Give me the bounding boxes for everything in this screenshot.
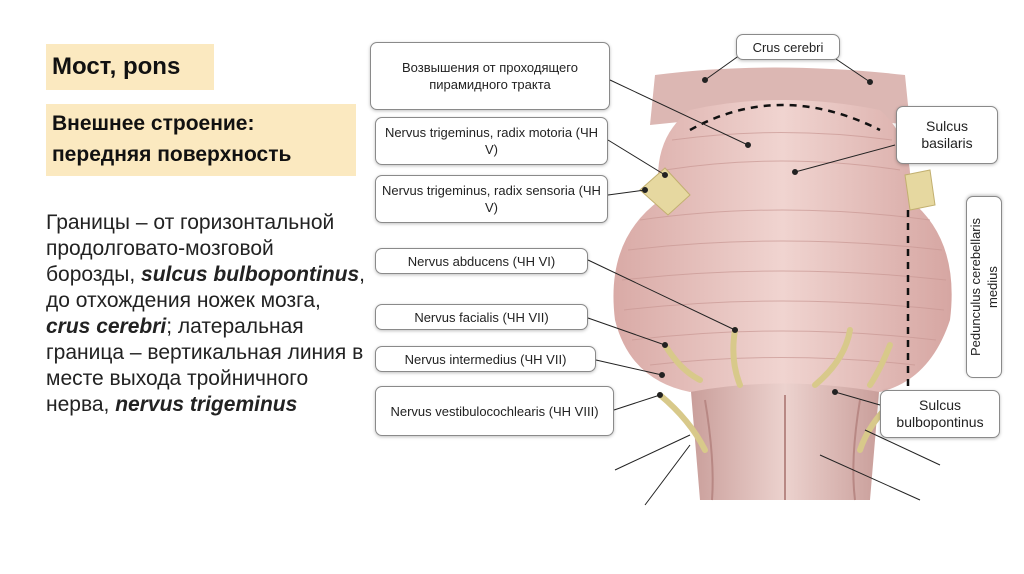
trigeminal-nerve-left (639, 167, 691, 216)
body-text: Границы – от горизонтальной продолговато… (46, 210, 366, 418)
trigeminal-nerve-right (904, 169, 936, 211)
slide-title: Мост, pons (46, 44, 214, 90)
pons-body-shape (613, 100, 952, 392)
label-pedunculus-cerebellaris: Pedunculus cerebellaris medius (966, 196, 1002, 378)
body-part-1: Границы – от горизонтальной продолговато… (46, 211, 335, 286)
label-sulcus-basilaris: Sulcus basilaris (896, 106, 998, 164)
label-pyramidal-elevations: Возвышения от проходящего пирамидного тр… (370, 42, 610, 110)
term-nervus-trigeminus: nervus trigeminus (115, 393, 298, 416)
label-sulcus-bulbopontinus: Sulcus bulbopontinus (880, 390, 1000, 438)
label-intermedius: Nervus intermedius (ЧН VII) (375, 346, 596, 372)
label-trigeminus-sensoria: Nervus trigeminus, radix sensoria (ЧН V) (375, 175, 608, 223)
body-part-3: ; латеральная граница – вертикальная лин… (46, 315, 364, 416)
pyramidal-outline (689, 103, 881, 132)
term-sulcus-bulbopontinus: sulcus bulbopontinus (141, 263, 360, 286)
label-vestibulocochlearis: Nervus vestibulocochlearis (ЧН VIII) (375, 386, 614, 436)
subtitle-line-2: передняя поверхность (52, 143, 292, 166)
label-facialis: Nervus facialis (ЧН VII) (375, 304, 588, 330)
label-abducens: Nervus abducens (ЧН VI) (375, 248, 588, 274)
body-part-2: , до отхождения ножек мозга, (46, 263, 366, 312)
slide-subtitle: Внешнее строение: передняя поверхность (46, 104, 356, 176)
term-crus-cerebri: crus cerebri (46, 315, 167, 338)
label-trigeminus-motoria: Nervus trigeminus, radix motoria (ЧН V) (375, 117, 608, 165)
subtitle-line-1: Внешнее строение: (52, 112, 255, 135)
label-crus-cerebri: Crus cerebri (736, 34, 840, 60)
